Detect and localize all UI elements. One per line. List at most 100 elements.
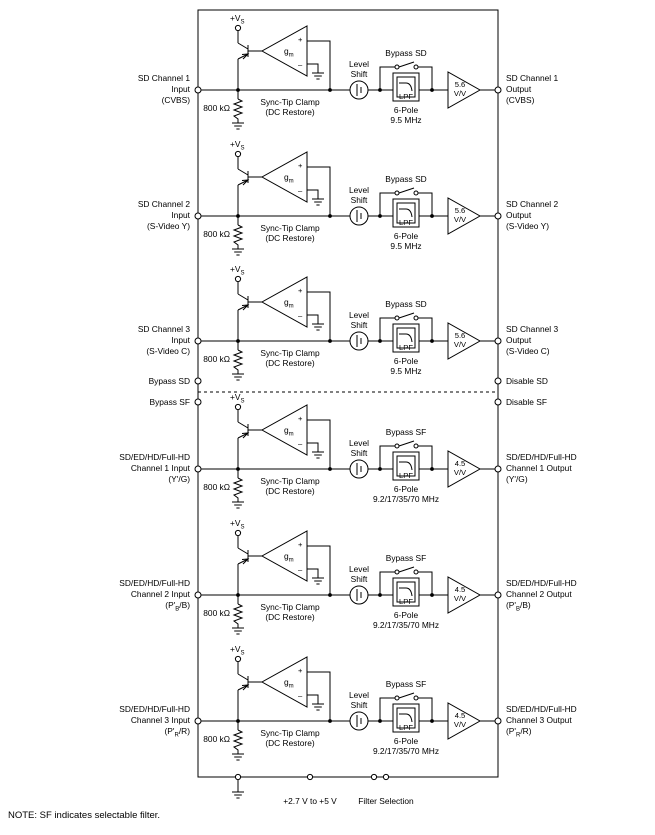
bypass-sf-pin — [194, 398, 202, 406]
level-shift — [349, 331, 369, 351]
resistor-800k — [232, 224, 244, 249]
gm-label: gm — [284, 425, 294, 438]
resistor-800k — [232, 603, 244, 628]
footnote: NOTE: SF indicates selectable filter. — [8, 810, 161, 821]
filter-poles-label: 6-Pole — [394, 484, 419, 494]
bypass-wire — [379, 192, 395, 216]
filter-poles-label: 6-Pole — [394, 231, 419, 241]
output-label-line3: (S-Video C) — [506, 346, 550, 356]
gain-unit-label: V/V — [454, 468, 467, 477]
transistor-collector — [237, 421, 249, 429]
input-label-line1: SD/ED/HD/Full-HD — [119, 704, 190, 714]
level-shift-label-2: Shift — [351, 574, 368, 584]
output-pin — [494, 465, 502, 473]
bypass-wire — [379, 445, 395, 469]
transistor-emitter — [237, 304, 249, 311]
supply-pin — [234, 529, 242, 537]
amp-minus-wire — [307, 314, 319, 324]
supply-range-label: +2.7 V to +5 V — [283, 796, 337, 806]
transistor-emitter — [237, 53, 249, 60]
input-pin — [194, 337, 202, 345]
supply-label: +VS — [230, 139, 245, 152]
output-label-line2: Output — [506, 84, 532, 94]
lpf-label: LPF — [399, 597, 413, 606]
output-label-line1: SD Channel 3 — [506, 324, 558, 334]
lpf-inner — [396, 455, 416, 477]
amp-plus: + — [298, 540, 303, 549]
amp-plus-wire — [307, 671, 331, 721]
output-label-line1: SD/ED/HD/Full-HD — [506, 704, 577, 714]
lpf-curve — [399, 82, 413, 92]
level-shift-label-2: Shift — [351, 320, 368, 330]
level-shift-label-2: Shift — [351, 69, 368, 79]
output-label-line2: Output — [506, 335, 532, 345]
output-pin — [494, 717, 502, 725]
level-shift-label-2: Shift — [351, 700, 368, 710]
bypass-switch-blade — [398, 61, 415, 68]
gain-label: 4.5 — [455, 459, 466, 468]
bypass-switch-blade — [398, 187, 415, 194]
amp-minus-wire — [307, 63, 319, 73]
disable-sd-pin — [494, 377, 502, 385]
filter-freq-label: 9.5 MHz — [390, 366, 421, 376]
level-shift — [349, 459, 369, 479]
lpf-label: LPF — [399, 92, 413, 101]
amp-plus: + — [298, 414, 303, 423]
amp-minus: – — [298, 60, 303, 69]
gm-amplifier — [260, 404, 308, 456]
gm-amplifier — [260, 656, 308, 708]
input-label-line1: SD/ED/HD/Full-HD — [119, 578, 190, 588]
bypass-switch-contact — [394, 315, 400, 321]
bypass-wire — [418, 445, 433, 469]
amp-plus: + — [298, 666, 303, 675]
supply-label: +VS — [230, 518, 245, 531]
bypass-wire — [379, 66, 395, 90]
junction-dot — [328, 88, 332, 92]
bypass-label: Bypass SD — [385, 48, 426, 58]
bypass-wire — [418, 317, 433, 341]
output-label-line3: (P'R/R) — [506, 726, 532, 739]
transistor-emitter — [237, 558, 249, 565]
supply-label: +VS — [230, 644, 245, 657]
level-shift-label-2: Shift — [351, 448, 368, 458]
resistor-800k — [232, 349, 244, 374]
bypass-wire — [379, 317, 395, 341]
gm-amplifier — [260, 25, 308, 77]
bypass-switch-contact — [413, 443, 419, 449]
filter-freq-label: 9.5 MHz — [390, 115, 421, 125]
output-amplifier — [447, 71, 482, 109]
bypass-switch-contact — [394, 64, 400, 70]
bypass-switch-contact — [394, 190, 400, 196]
bypass-label: Bypass SD — [385, 299, 426, 309]
filter-poles-label: 6-Pole — [394, 356, 419, 366]
transistor-emitter — [237, 432, 249, 439]
junction-dot — [328, 339, 332, 343]
supply-pin — [234, 150, 242, 158]
bypass-switch-contact — [413, 190, 419, 196]
gm-amplifier — [260, 530, 308, 582]
resistor-800k — [232, 729, 244, 754]
lpf-label: LPF — [399, 723, 413, 732]
bypass-switch-contact — [394, 443, 400, 449]
bypass-wire — [418, 697, 433, 721]
bypass-switch-blade — [398, 566, 415, 573]
lpf-inner — [396, 707, 416, 729]
level-shift-label: Level — [349, 690, 369, 700]
gain-unit-label: V/V — [454, 340, 467, 349]
gain-unit-label: V/V — [454, 720, 467, 729]
output-label-line2: Channel 3 Output — [506, 715, 572, 725]
output-label-line1: SD/ED/HD/Full-HD — [506, 578, 577, 588]
lpf-curve — [399, 587, 413, 597]
gm-label: gm — [284, 172, 294, 185]
clamp-label-2: (DC Restore) — [265, 107, 315, 117]
lpf-curve — [399, 333, 413, 343]
bypass-wire — [379, 697, 395, 721]
input-pin — [194, 591, 202, 599]
lpf-curve — [399, 713, 413, 723]
amp-plus-wire — [307, 291, 331, 341]
transistor-collector — [237, 547, 249, 555]
amp-plus-wire — [307, 419, 331, 469]
level-shift-label: Level — [349, 59, 369, 69]
